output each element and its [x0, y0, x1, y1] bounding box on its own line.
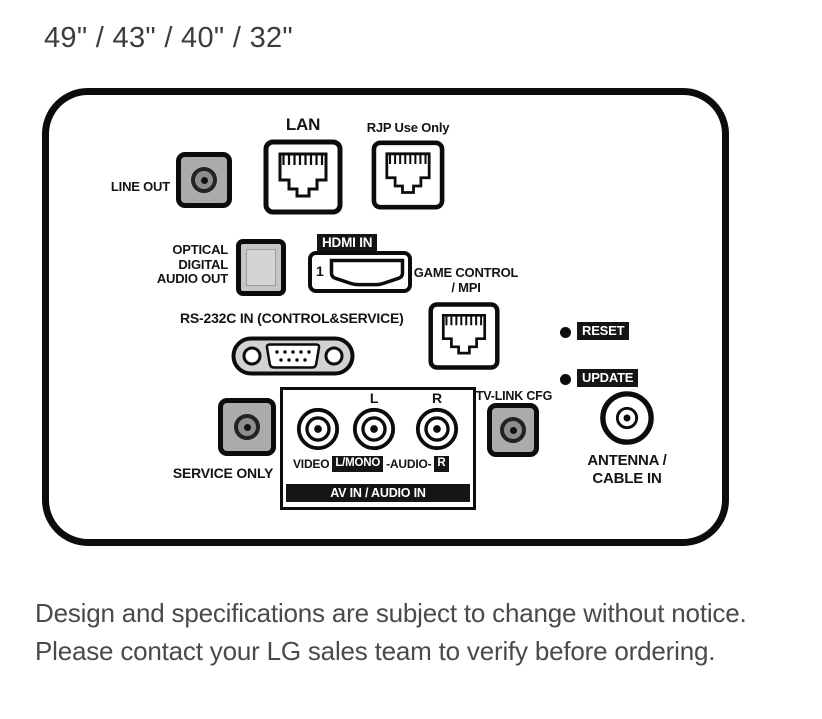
optical-label-line-3: AUDIO OUT — [156, 271, 228, 286]
lan-label: LAN — [285, 115, 321, 134]
antenna-label-line-1: ANTENNA / — [587, 452, 667, 469]
hdmi-in-badge: HDMI IN — [317, 234, 378, 252]
l-mono-badge: L/MONO — [332, 456, 384, 472]
antenna-label: ANTENNA / CABLE IN — [578, 452, 676, 487]
tv-link-cfg-label: TV-LINK CFG — [475, 389, 553, 403]
update-hole-icon — [560, 374, 571, 385]
page-title: 49" / 43" / 40" / 32" — [44, 22, 294, 54]
optical-label-line-1: OPTICAL — [172, 242, 228, 257]
av-in-audio-in-bar: AV IN / AUDIO IN — [286, 484, 470, 502]
lan-port-icon — [263, 139, 343, 215]
audio-r-rca-icon — [414, 406, 460, 452]
optical-port-icon — [236, 239, 286, 296]
game-control-port-icon — [428, 297, 500, 375]
optical-label-line-2: DIGITAL — [178, 256, 228, 272]
reset-badge: RESET — [577, 322, 630, 340]
audio-r-label: R — [432, 390, 442, 406]
footer-note: Design and specifications are subject to… — [35, 594, 747, 670]
rs232c-port-icon — [231, 336, 355, 376]
audio-label: -AUDIO- — [386, 457, 432, 471]
r-badge: R — [434, 456, 449, 472]
hdmi-port-icon: 1 — [308, 251, 412, 293]
service-only-port-icon — [218, 398, 276, 456]
video-rca-icon — [295, 406, 341, 452]
tv-link-port-icon — [487, 403, 539, 457]
av-in-group: L R VIDEO L/MONO -AUDIO- R AV IN / AUDIO… — [280, 387, 476, 510]
video-label: VIDEO — [293, 457, 330, 471]
update-badge: UPDATE — [577, 369, 639, 387]
rjp-port-icon — [371, 140, 445, 210]
audio-l-rca-icon — [351, 406, 397, 452]
antenna-port-icon — [600, 391, 654, 445]
audio-l-label: L — [369, 390, 379, 406]
rs232c-label: RS-232C IN (CONTROL&SERVICE) — [180, 310, 404, 326]
reset-hole-icon — [560, 327, 571, 338]
service-only-label: SERVICE ONLY — [172, 465, 274, 481]
hdmi-port-1-label: 1 — [316, 263, 324, 279]
game-control-label: GAME CONTROL / MPI — [412, 265, 520, 295]
rjp-label: RJP Use Only — [366, 120, 450, 135]
footer-line-1: Design and specifications are subject to… — [35, 598, 747, 628]
game-control-label-line-2: / MPI — [451, 279, 481, 295]
footer-line-2: Please contact your LG sales team to ver… — [35, 636, 716, 666]
antenna-label-line-2: CABLE IN — [592, 469, 662, 487]
hdmi-connector-icon — [329, 258, 405, 287]
optical-audio-out-label: OPTICAL DIGITAL AUDIO OUT — [128, 242, 228, 287]
line-out-port-icon — [176, 152, 232, 208]
line-out-label: LINE OUT — [110, 179, 170, 194]
game-control-label-line-1: GAME CONTROL — [413, 265, 519, 280]
